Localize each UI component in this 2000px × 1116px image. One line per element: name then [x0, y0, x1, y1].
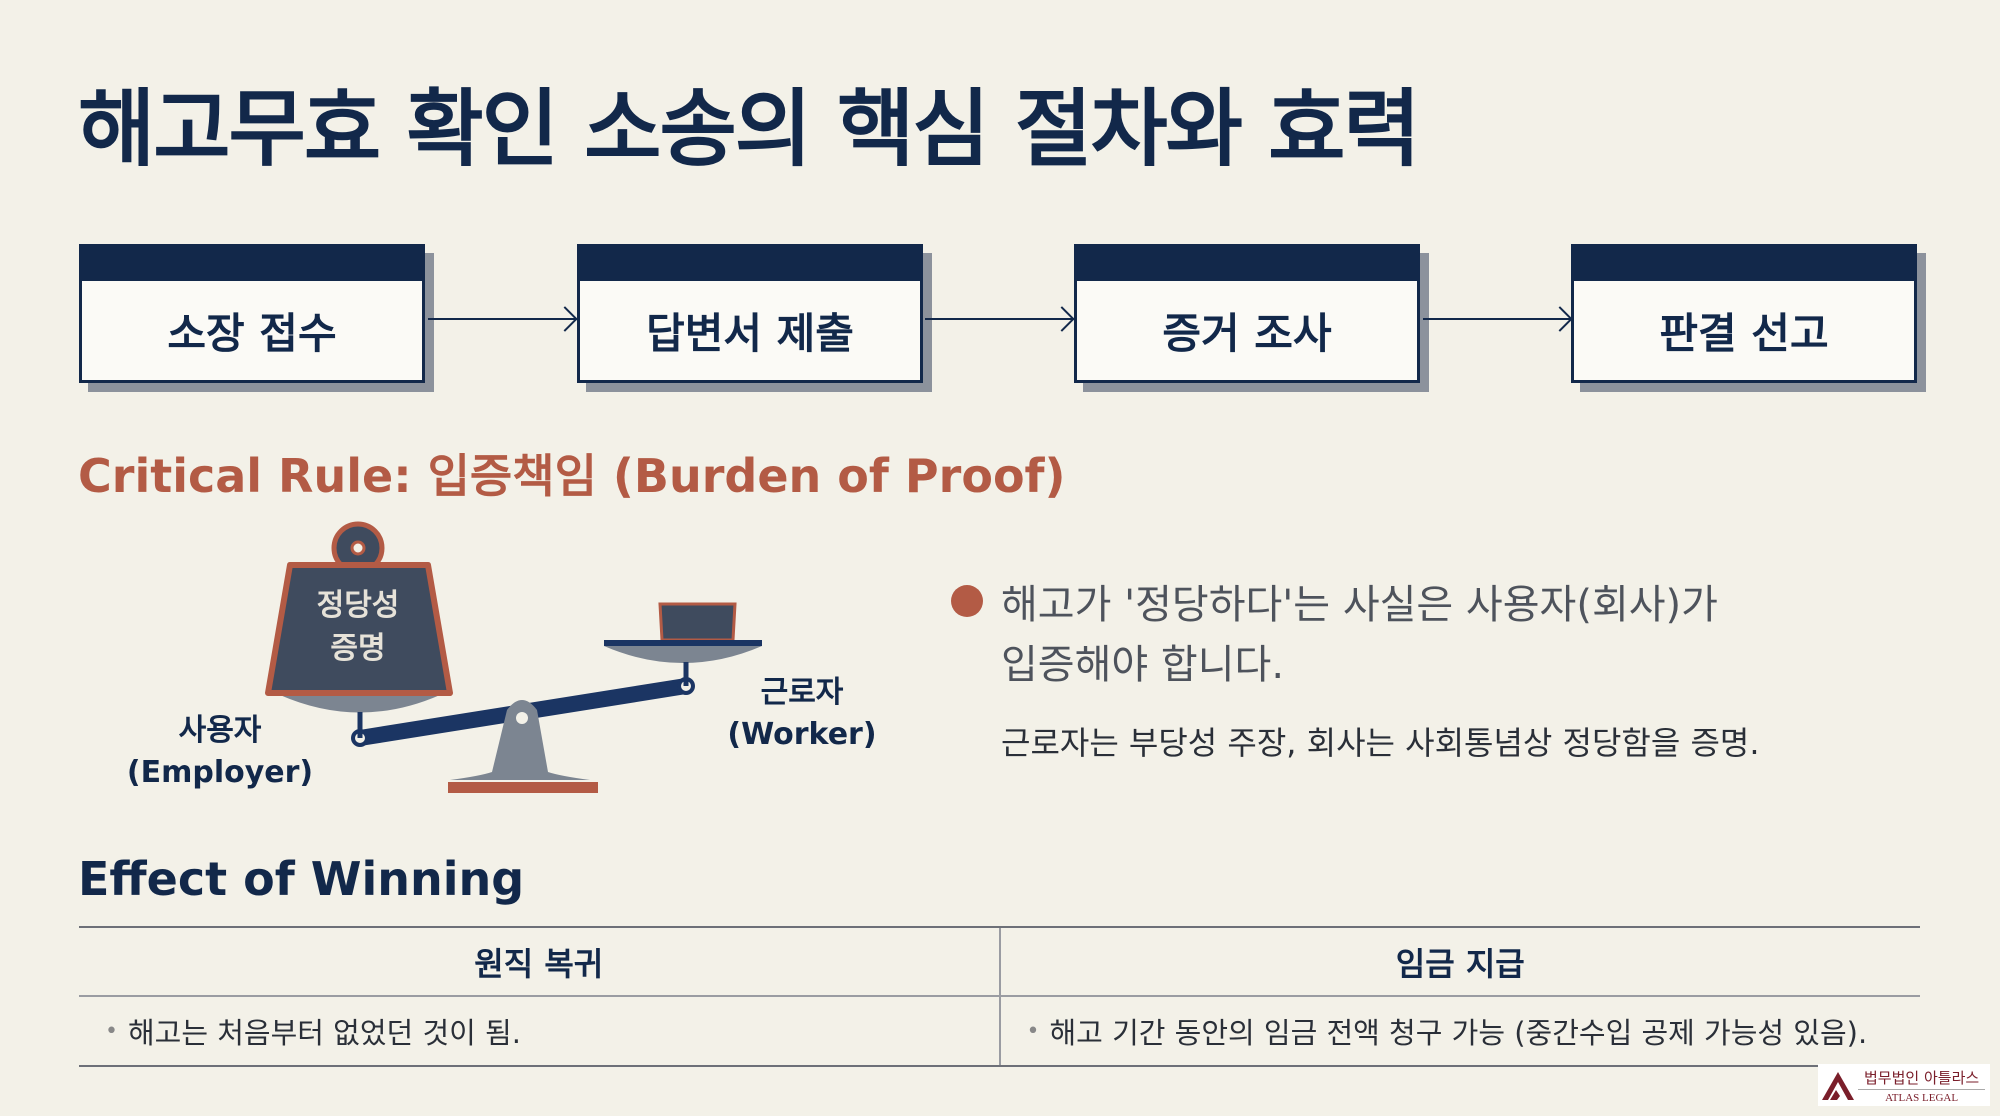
cell-text: 해고는 처음부터 없었던 것이 됨.	[127, 1016, 521, 1050]
left-pan	[280, 695, 440, 738]
table-header: 원직 복귀	[474, 944, 604, 983]
step-3: 증거 조사	[1074, 244, 1420, 383]
logo-text-kr: 법무법인 아틀라스	[1858, 1067, 1986, 1090]
step-label: 판결 선고	[1659, 309, 1829, 358]
effect-table: 원직 복귀 임금 지급 • 해고는 처음부터 없었던 것이 됨. • 해고 기간 동…	[79, 926, 1920, 1067]
page-title: 해고무효 확인 소송의 핵심 절차와 효력	[78, 80, 1421, 178]
logo-text-en: ATLAS LEGAL	[1885, 1091, 1959, 1104]
table-row: • 해고는 처음부터 없었던 것이 됨. • 해고 기간 동안의 임금 전액 청구 …	[79, 997, 1920, 1065]
cell-text: 해고 기간 동안의 임금 전액 청구 가능 (중간수입 공제 가능성 있음).	[1049, 1016, 1868, 1050]
step-label: 증거 조사	[1162, 309, 1332, 358]
arrow-icon	[428, 318, 576, 320]
table-cell: • 해고 기간 동안의 임금 전액 청구 가능 (중간수입 공제 가능성 있음).	[998, 997, 1921, 1065]
atlas-legal-logo: 법무법인 아틀라스 ATLAS LEGAL	[1818, 1064, 1990, 1106]
employer-label-en: (Employer)	[127, 755, 313, 790]
employer-label: 사용자	[179, 713, 262, 748]
bullet-icon: •	[1026, 1018, 1040, 1044]
weight-label: 증명	[330, 631, 385, 666]
step-4: 판결 선고	[1571, 244, 1917, 383]
logo-mark-icon	[1822, 1072, 1854, 1100]
bullet-dot-icon	[951, 585, 983, 617]
scale-stand	[448, 700, 598, 793]
table-header: 임금 지급	[998, 928, 1921, 995]
bullet-subtext: 근로자는 부당성 주장, 회사는 사회통념상 정당함을 증명.	[1001, 724, 1760, 762]
table-header-row: 원직 복귀 임금 지급	[79, 928, 1920, 997]
rule-heading: Critical Rule: 입증책임 (Burden of Proof)	[78, 449, 1066, 503]
balance-scale-illustration: 정당성 증명 사용자 (Employer) 근로자 (Worker)	[127, 521, 877, 793]
step-1: 소장 접수	[79, 244, 425, 383]
arrow-icon	[1423, 318, 1571, 320]
step-label: 답변서 제출	[646, 309, 854, 358]
weight-icon: 정당성 증명	[265, 521, 453, 696]
step-2: 답변서 제출	[577, 244, 923, 383]
bullet-text-line1: 해고가 '정당하다'는 사실은 사용자(회사)가	[1001, 582, 1718, 628]
right-pan	[604, 602, 762, 686]
step-label: 소장 접수	[167, 309, 337, 358]
bullet-icon: •	[105, 1018, 118, 1044]
worker-label: 근로자	[761, 675, 844, 710]
bullet-text-line2: 입증해야 합니다.	[1001, 642, 1285, 688]
arrow-icon	[925, 318, 1073, 320]
worker-label-en: (Worker)	[727, 717, 876, 752]
weight-label: 정당성	[317, 588, 400, 623]
effect-heading: Effect of Winning	[78, 852, 525, 906]
table-cell: • 해고는 처음부터 없었던 것이 됨.	[79, 997, 999, 1065]
